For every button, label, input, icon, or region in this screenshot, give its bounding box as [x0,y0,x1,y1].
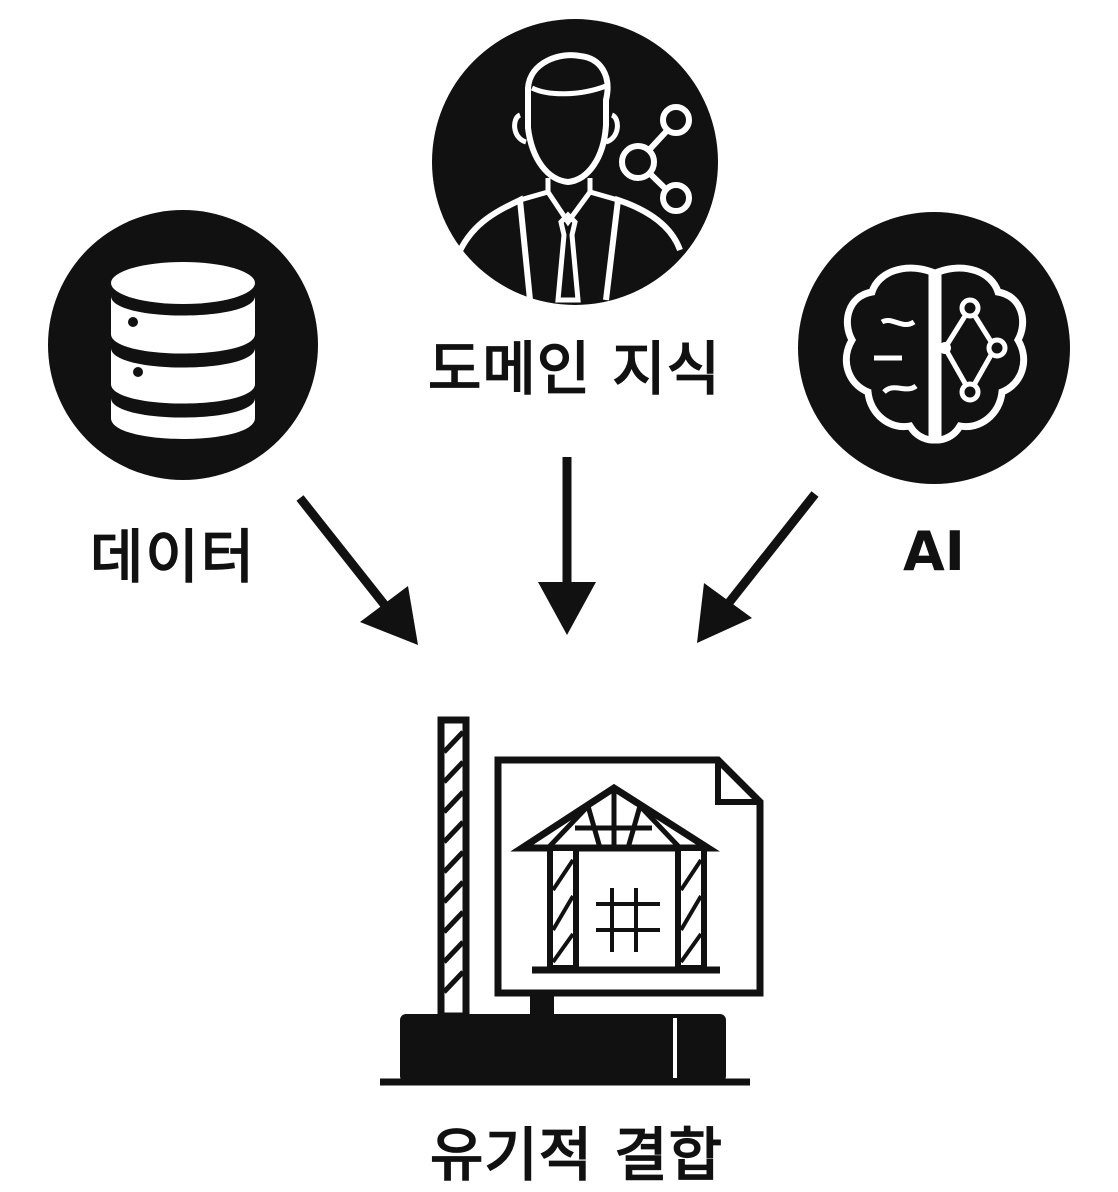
data-label: 데이터 [90,523,257,591]
arrow-data-to-result [296,495,418,645]
arrow-domain-to-result [538,457,596,635]
person-network-icon [432,19,718,305]
database-icon [48,210,318,480]
construction-blueprint-icon [380,716,764,1086]
organic-combination-label: 유기적 결합 [430,1121,723,1189]
ai-brain-icon [798,212,1070,484]
ai-label: AI [903,520,965,583]
arrow-ai-to-result [697,491,819,643]
domain-knowledge-label: 도메인 지식 [428,335,721,403]
